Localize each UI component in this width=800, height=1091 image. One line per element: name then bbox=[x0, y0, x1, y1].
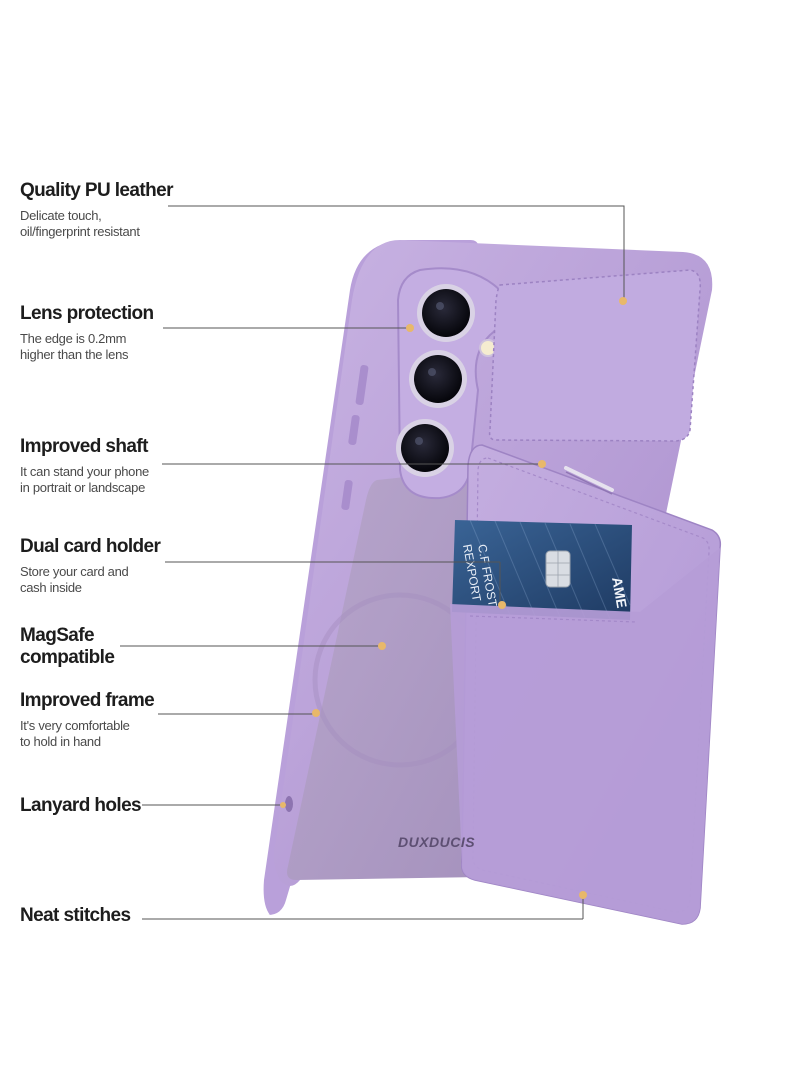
feature-lens-protection: Lens protection The edge is 0.2mm higher… bbox=[20, 303, 154, 363]
feature-desc-line: in portrait or landscape bbox=[20, 480, 146, 495]
callout-dot bbox=[378, 642, 386, 650]
feature-desc-line: The edge is 0.2mm bbox=[20, 331, 127, 346]
feature-desc-line: higher than the lens bbox=[20, 347, 129, 362]
camera-lens-1 bbox=[417, 284, 475, 342]
feature-magsafe: MagSafe compatible bbox=[20, 625, 115, 669]
card-brand: AME bbox=[609, 576, 630, 609]
feature-desc-line: Store your card and bbox=[20, 564, 129, 579]
camera-lens-2 bbox=[409, 350, 467, 408]
callout-dot bbox=[538, 460, 546, 468]
feature-desc-line: It can stand your phone bbox=[20, 464, 149, 479]
feature-improved-frame: Improved frame It's very comfortable to … bbox=[20, 690, 155, 750]
side-button bbox=[341, 479, 353, 511]
feature-title: Quality PU leather bbox=[20, 180, 173, 201]
callout-dot bbox=[312, 709, 320, 717]
feature-title: MagSafe compatible bbox=[20, 625, 115, 669]
feature-neat-stitches: Neat stitches bbox=[20, 905, 131, 927]
feature-pu-leather: Quality PU leather Delicate touch, oil/f… bbox=[20, 180, 173, 240]
feature-title: Lens protection bbox=[20, 303, 154, 324]
feature-desc-line: oil/fingerprint resistant bbox=[20, 224, 140, 239]
feature-desc-line: to hold in hand bbox=[20, 734, 101, 749]
inner-face bbox=[287, 470, 497, 880]
feature-desc-line: cash inside bbox=[20, 580, 82, 595]
leather-panel bbox=[488, 269, 702, 442]
callout-dot bbox=[619, 297, 627, 305]
feature-title-line: MagSafe bbox=[20, 625, 95, 646]
shaft-hinge bbox=[564, 466, 614, 492]
feature-desc: It can stand your phone in portrait or l… bbox=[20, 464, 149, 496]
feature-desc: The edge is 0.2mm higher than the lens bbox=[20, 331, 154, 363]
brand-logo: DUXDUCIS bbox=[398, 834, 475, 850]
credit-card: C.F FROST REXPORT AME bbox=[452, 519, 632, 620]
side-button bbox=[355, 365, 369, 405]
feature-title: Improved shaft bbox=[20, 436, 148, 457]
feature-desc: It's very comfortable to hold in hand bbox=[20, 718, 154, 750]
feature-title: Dual card holder bbox=[20, 536, 161, 557]
side-button bbox=[348, 414, 360, 446]
feature-desc: Delicate touch, oil/fingerprint resistan… bbox=[20, 208, 173, 240]
feature-title-line: compatible bbox=[20, 647, 115, 668]
feature-improved-shaft: Improved shaft It can stand your phone i… bbox=[20, 436, 149, 496]
feature-lanyard-holes: Lanyard holes bbox=[20, 795, 142, 817]
feature-dual-card-holder: Dual card holder Store your card and cas… bbox=[20, 536, 161, 596]
feature-desc-line: Delicate touch, bbox=[20, 208, 102, 223]
feature-title: Lanyard holes bbox=[20, 795, 142, 816]
callout-dot bbox=[280, 802, 286, 808]
callout-line-pu-leather bbox=[168, 205, 625, 300]
feature-title: Improved frame bbox=[20, 690, 155, 711]
feature-title: Neat stitches bbox=[20, 905, 131, 926]
lanyard-hole bbox=[285, 796, 293, 812]
feature-desc: Store your card and cash inside bbox=[20, 564, 160, 596]
callout-dot bbox=[498, 601, 506, 609]
camera-lens-3 bbox=[396, 419, 454, 477]
card-pocket bbox=[450, 548, 720, 924]
feature-desc-line: It's very comfortable bbox=[20, 718, 130, 733]
callout-dot bbox=[406, 324, 414, 332]
callout-dot bbox=[579, 891, 587, 899]
